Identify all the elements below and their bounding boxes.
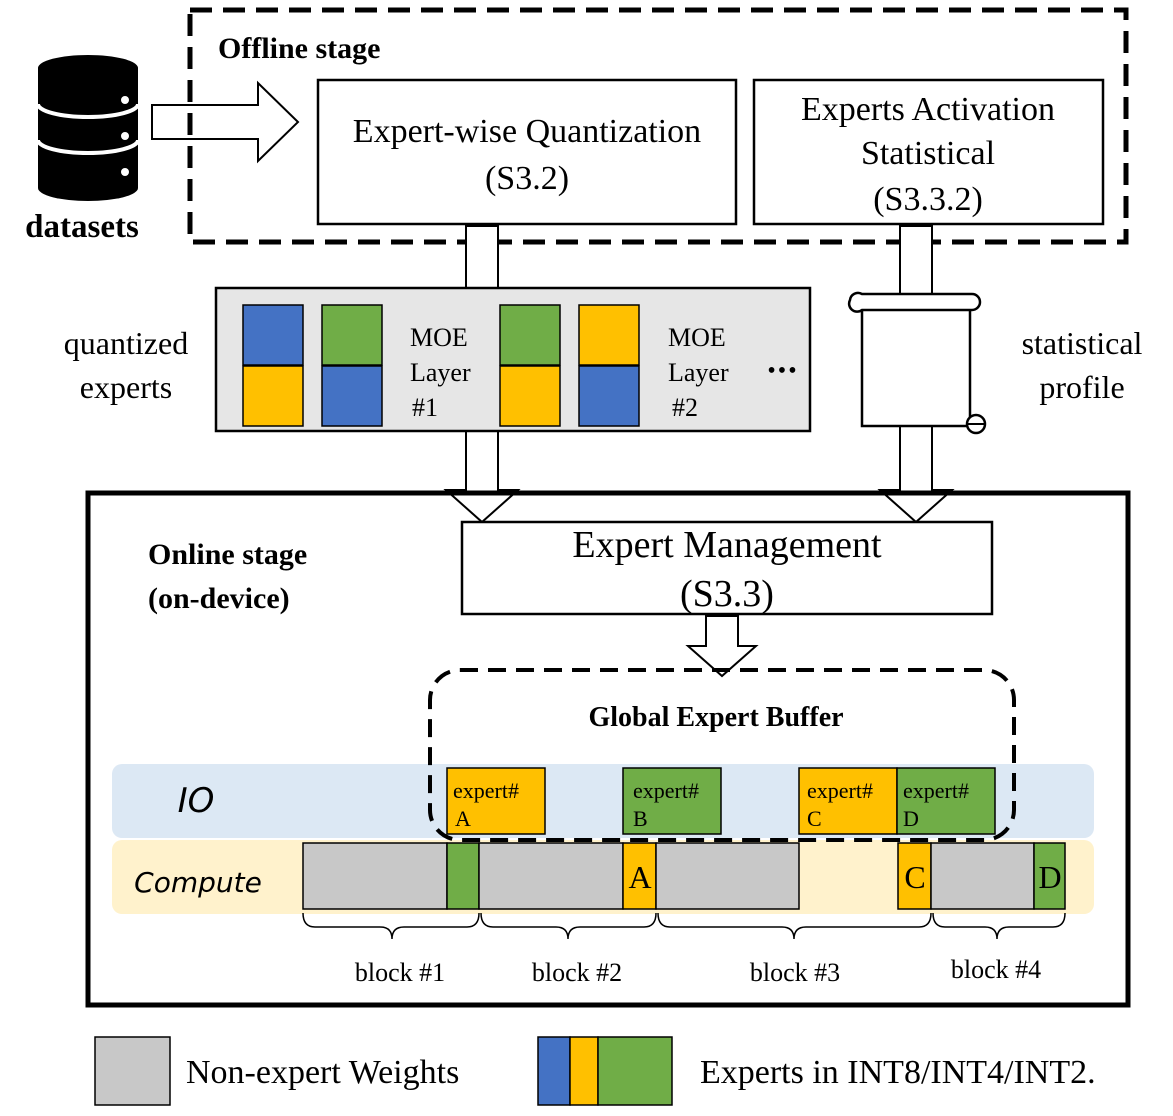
brace-block-1: [302, 912, 480, 940]
statistical-profile-label-line1: statistical: [1022, 325, 1143, 361]
io-expert-c-line1: expert#: [807, 778, 873, 803]
non-expert-weights-block-4: [930, 842, 1035, 910]
legend-non-expert-swatch: [94, 1036, 171, 1106]
activation-title-line1: Experts Activation: [801, 91, 1055, 128]
block-3-label: block #3: [750, 958, 840, 987]
online-stage-box: [85, 490, 1131, 1008]
moe-layer-1-expert-4: [321, 365, 383, 427]
legend-experts-swatch: [537, 1036, 673, 1106]
activation-section: (S3.3.2): [873, 181, 983, 218]
moe-layer-2-line1: MOE: [668, 323, 726, 352]
block-braces: [302, 912, 1066, 940]
activation-title-line2: Statistical: [861, 135, 995, 172]
moe-layer-1-line3: #1: [412, 393, 438, 422]
statistical-profile-label-line2: profile: [1039, 369, 1124, 405]
io-expert-a-line2: A: [455, 806, 471, 831]
block-4-label: block #4: [951, 955, 1041, 984]
io-expert-d: expert# D: [896, 767, 996, 835]
management-section: (S3.3): [680, 573, 774, 615]
io-expert-c: expert# C: [798, 767, 898, 835]
moe-layer-2-expert-4: [578, 365, 640, 427]
moe-layer-2-line3: #2: [672, 393, 698, 422]
io-expert-a: expert# A: [446, 767, 546, 835]
quantization-title: Expert-wise Quantization: [353, 113, 701, 150]
non-expert-weights-block-1: [302, 842, 448, 910]
compute-expert-c-label: C: [904, 859, 925, 895]
compute-expert-a-label: A: [628, 859, 651, 895]
compute-expert-d: [1033, 842, 1066, 910]
compute-label: Compute: [134, 866, 262, 899]
legend-experts-label: Experts in INT8/INT4/INT2.: [700, 1054, 1096, 1091]
compute-expert-d-label: D: [1038, 859, 1061, 895]
quantized-experts-label-line2: experts: [80, 369, 172, 405]
io-expert-b-line1: expert#: [633, 778, 699, 803]
io-expert-a-line1: expert#: [453, 778, 519, 803]
activation-box: [752, 78, 1105, 226]
io-label: IO: [178, 781, 215, 821]
moe-layer-1-line2: Layer: [410, 358, 471, 387]
management-box: [460, 520, 994, 616]
moe-layer-1-expert-3: [242, 365, 304, 427]
io-expert-d-line1: expert#: [903, 778, 969, 803]
moe-layer-1-expert-1: [242, 304, 304, 366]
moe-layer-2-expert-1: [499, 304, 561, 366]
global-expert-buffer-title: Global Expert Buffer: [588, 702, 843, 733]
legend-non-expert-label: Non-expert Weights: [186, 1054, 459, 1091]
compute-timeline: A C D: [302, 842, 1066, 910]
management-title: Expert Management: [572, 524, 882, 566]
global-expert-buffer-box: [428, 668, 1016, 842]
datasets-label: datasets: [25, 209, 139, 245]
compute-expert-a: [622, 842, 657, 910]
block-1-label: block #1: [355, 958, 445, 987]
quantization-section: (S3.2): [485, 160, 569, 197]
moe-layer-1-expert-2: [321, 304, 383, 366]
more-layers-ellipsis: •••: [767, 358, 798, 384]
database-icon: [36, 55, 140, 201]
management-to-buffer-arrow: [685, 615, 759, 678]
online-stage-title-line2: (on-device): [148, 582, 290, 615]
moe-layer-2-line2: Layer: [668, 358, 729, 387]
block-2-label: block #2: [532, 958, 622, 987]
scroll-icon: [847, 291, 987, 435]
brace-block-3: [657, 912, 932, 940]
quantized-experts-label-line1: quantized: [64, 325, 188, 361]
io-expert-b: expert# B: [622, 767, 722, 835]
non-expert-weights-block-2: [478, 842, 624, 910]
online-stage-title-line1: Online stage: [148, 538, 307, 571]
io-expert-d-line2: D: [903, 806, 919, 831]
offline-stage-box: [187, 7, 1129, 245]
io-expert-b-line2: B: [633, 806, 648, 831]
moe-layer-2-expert-3: [499, 365, 561, 427]
io-expert-c-line2: C: [807, 806, 822, 831]
quantized-expert-squares: [242, 304, 640, 427]
offline-stage-title: Offline stage: [218, 32, 380, 65]
compute-expert-1: [446, 842, 480, 910]
brace-block-4: [932, 912, 1066, 940]
compute-expert-c: [897, 842, 932, 910]
datasets-to-quantization-arrow: [151, 80, 300, 164]
quantization-box: [316, 78, 738, 226]
non-expert-weights-block-3: [655, 842, 800, 910]
brace-block-2: [480, 912, 657, 940]
moe-layer-2-expert-2: [578, 304, 640, 366]
moe-layer-1-line1: MOE: [410, 323, 468, 352]
